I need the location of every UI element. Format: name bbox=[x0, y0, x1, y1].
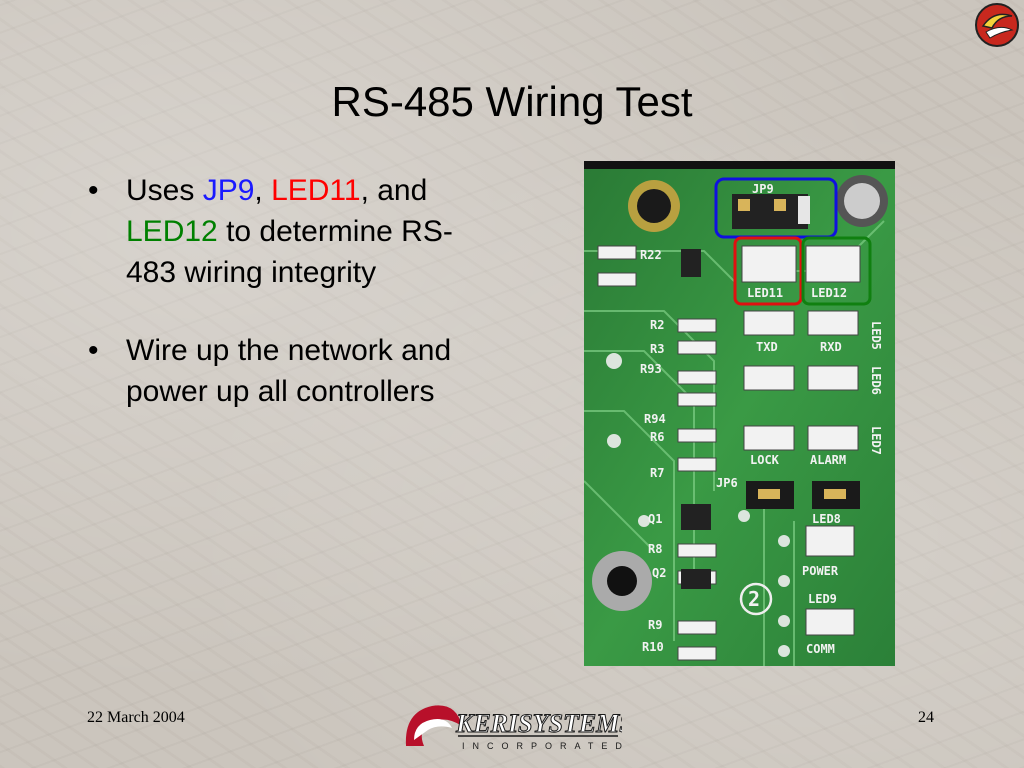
board-label-jp9: JP9 bbox=[752, 182, 774, 196]
bullet-1-separator-2: , and bbox=[360, 174, 428, 207]
bullet-item-2: Wire up the network and power up all con… bbox=[84, 330, 484, 412]
board-label-r7: R7 bbox=[650, 466, 664, 480]
keri-swoosh-icon bbox=[975, 3, 1019, 47]
board-label-q2: Q2 bbox=[652, 566, 666, 580]
board-label-jp6: JP6 bbox=[716, 476, 738, 490]
board-label-2: 2 bbox=[748, 587, 760, 611]
board-label-r22: R22 bbox=[640, 248, 662, 262]
keyword-led12: LED12 bbox=[126, 215, 218, 248]
logo-wordmark: KERISYSTEMS bbox=[455, 709, 622, 738]
keyword-led11: LED11 bbox=[271, 174, 361, 207]
bullet-1-prefix: Uses bbox=[126, 174, 203, 207]
bullet-item-1: Uses JP9, LED11, and LED12 to determine … bbox=[84, 170, 484, 293]
board-label-r9: R9 bbox=[648, 618, 662, 632]
board-label-txd: TXD bbox=[756, 340, 778, 354]
logo-subtext: INCORPORATED bbox=[462, 741, 622, 751]
board-label-led12: LED12 bbox=[811, 286, 847, 300]
bullet-1-separator-1: , bbox=[254, 174, 272, 207]
board-label-led7: LED7 bbox=[869, 426, 883, 455]
led12-highlight-box bbox=[801, 236, 872, 306]
page-number: 24 bbox=[918, 709, 934, 726]
bullet-list: Uses JP9, LED11, and LED12 to determine … bbox=[84, 170, 484, 449]
board-label-alarm: ALARM bbox=[810, 453, 846, 467]
board-label-lock: LOCK bbox=[750, 453, 780, 467]
slide-title: RS-485 Wiring Test bbox=[331, 78, 693, 125]
board-label-rxd: RXD bbox=[820, 340, 842, 354]
board-label-led9: LED9 bbox=[808, 592, 837, 606]
footer-date: 22 March 2004 bbox=[87, 709, 185, 726]
board-label-r8: R8 bbox=[648, 542, 662, 556]
board-label-r3: R3 bbox=[650, 342, 664, 356]
board-label-r93: R93 bbox=[640, 362, 662, 376]
board-label-r6: R6 bbox=[650, 430, 664, 444]
board-label-power: POWER bbox=[802, 564, 839, 578]
board-label-led6: LED6 bbox=[869, 366, 883, 395]
board-label-led8: LED8 bbox=[812, 512, 841, 526]
board-label-r10: R10 bbox=[642, 640, 664, 654]
circuit-board-photo: JP9 LED11 LED12 R22 R2 R3 R93 R94 R6 R7 … bbox=[584, 161, 895, 666]
board-label-led11: LED11 bbox=[747, 286, 783, 300]
led11-highlight-box bbox=[733, 236, 803, 306]
bullet-1-suffix: to determine RS-483 wiring integrity bbox=[126, 215, 453, 289]
board-label-comm: COMM bbox=[806, 642, 835, 656]
board-label-r94: R94 bbox=[644, 412, 666, 426]
board-label-q1: Q1 bbox=[648, 512, 662, 526]
board-label-r2: R2 bbox=[650, 318, 664, 332]
kerisystems-logo: KERISYSTEMS INCORPORATED bbox=[405, 705, 622, 751]
board-label-led5: LED5 bbox=[869, 321, 883, 350]
keyword-jp9: JP9 bbox=[202, 174, 255, 207]
